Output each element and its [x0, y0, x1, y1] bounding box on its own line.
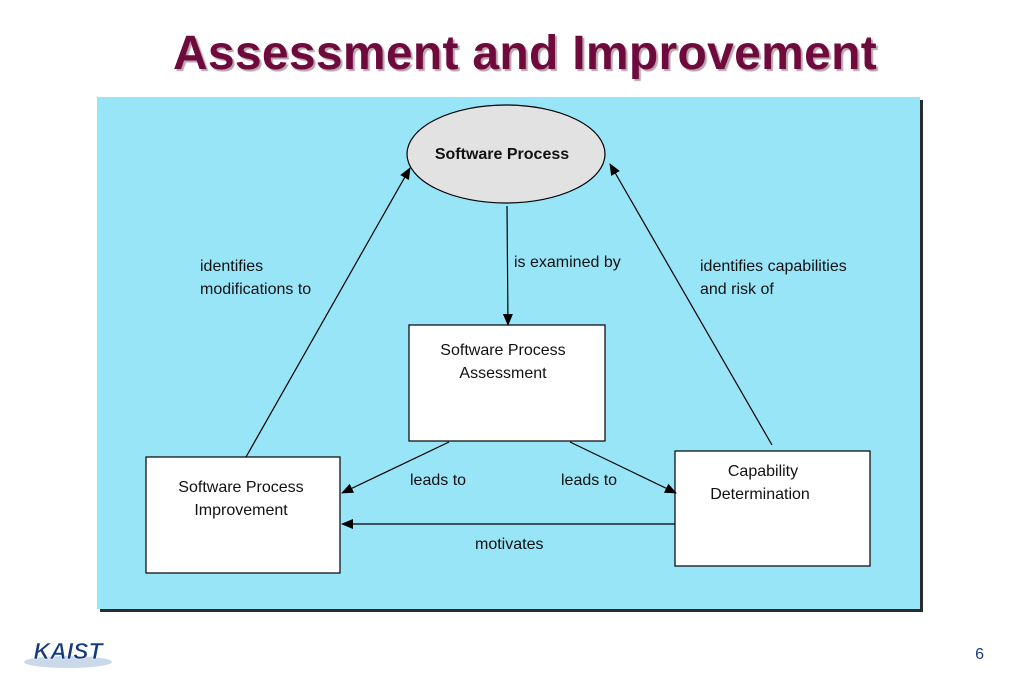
leads-to-left-arrow	[341, 441, 450, 494]
leads-to-right-label: leads to	[561, 472, 617, 489]
identifies-modifications-label-line2: modifications to	[200, 281, 311, 298]
identifies-modifications-arrow	[245, 167, 411, 458]
motivates-label: motivates	[475, 536, 543, 553]
assessment-label-line2: Assessment	[459, 365, 547, 382]
examined-by-label: is examined by	[514, 254, 621, 271]
identifies-capabilities-label-line1: identifies capabilities	[700, 258, 847, 275]
page-number: 6	[975, 646, 984, 663]
kaist-logo: KAIST	[24, 638, 112, 668]
leads-to-left-label: leads to	[410, 472, 466, 489]
identifies-capabilities-arrow	[609, 163, 773, 446]
capability-label-line2: Determination	[710, 486, 810, 503]
leads-to-right-arrow	[569, 441, 677, 494]
capability-node	[674, 450, 871, 567]
improvement-label-line2: Improvement	[194, 502, 288, 519]
identifies-capabilities-label-line2: and risk of	[700, 281, 774, 298]
examined-by-arrow	[502, 205, 513, 326]
identifies-modifications-label-line1: identifies	[200, 258, 263, 275]
improvement-label-line1: Software Process	[178, 479, 303, 496]
kaist-logo-text: KAIST	[34, 638, 105, 664]
software-process-node	[406, 104, 606, 204]
slide-title: Assessment and Improvement	[172, 27, 878, 80]
improvement-node	[145, 456, 341, 574]
software-process-label: Software Process	[435, 146, 569, 163]
assessment-label-line1: Software Process	[440, 342, 565, 359]
capability-label-line1: Capability	[728, 463, 798, 480]
assessment-node	[408, 324, 606, 442]
